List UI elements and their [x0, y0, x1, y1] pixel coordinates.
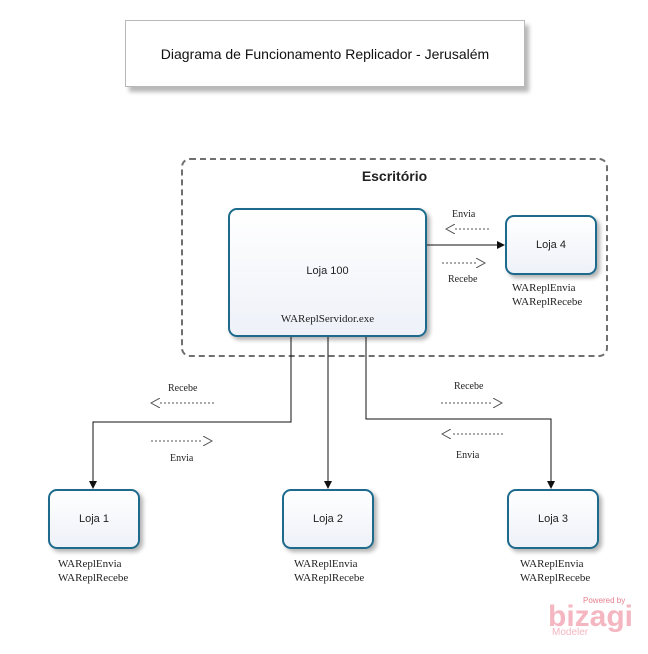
- task-loja-100-service: WAReplServidor.exe: [280, 313, 375, 325]
- task-loja-2-label: Loja 2: [313, 513, 343, 525]
- task-loja-3-label: Loja 3: [538, 513, 568, 525]
- task-loja-4-label: Loja 4: [536, 239, 566, 251]
- loja-3-service-recebe: WAReplRecebe: [520, 572, 591, 584]
- watermark-powered-text: Powered by: [583, 596, 626, 605]
- loja-2-service-envia: WAReplEnvia: [294, 558, 358, 570]
- group-escritorio[interactable]: [181, 158, 608, 357]
- diagram-title: Diagrama de Funcionamento Replicador - J…: [160, 45, 490, 62]
- loja-4-service-envia: WAReplEnvia: [512, 282, 576, 294]
- group-escritorio-label: Escritório: [361, 168, 428, 184]
- task-loja-100[interactable]: [228, 208, 427, 337]
- loja-1-service-recebe: WAReplRecebe: [58, 572, 129, 584]
- flow-label-loja3-recebe: Recebe: [454, 381, 484, 392]
- watermark-product-text: Modeler: [552, 627, 589, 638]
- connector-loja100-loja1: [89, 337, 292, 489]
- diagram-title-box: Diagrama de Funcionamento Replicador - J…: [125, 20, 525, 87]
- loja-2-service-recebe: WAReplRecebe: [294, 572, 365, 584]
- task-loja-1[interactable]: Loja 1: [48, 489, 140, 549]
- flow-label-loja1-recebe: Recebe: [168, 383, 198, 394]
- flow-label-loja1-envia: Envia: [170, 453, 194, 464]
- task-loja-1-label: Loja 1: [79, 513, 109, 525]
- flow-label-loja4-envia: Envia: [452, 209, 476, 220]
- bizagi-logo: bizagi: [548, 600, 634, 633]
- task-loja-4[interactable]: Loja 4: [505, 215, 597, 275]
- task-loja-100-label: Loja 100: [306, 265, 349, 277]
- task-loja-3[interactable]: Loja 3: [507, 489, 599, 549]
- loja-4-service-recebe: WAReplRecebe: [512, 296, 583, 308]
- loja-1-service-envia: WAReplEnvia: [58, 558, 122, 570]
- flow-label-loja4-recebe: Recebe: [448, 274, 478, 285]
- flow-label-loja3-envia: Envia: [456, 450, 480, 461]
- loja-3-service-envia: WAReplEnvia: [520, 558, 584, 570]
- connector-loja100-loja3: [365, 337, 555, 489]
- task-loja-2[interactable]: Loja 2: [282, 489, 374, 549]
